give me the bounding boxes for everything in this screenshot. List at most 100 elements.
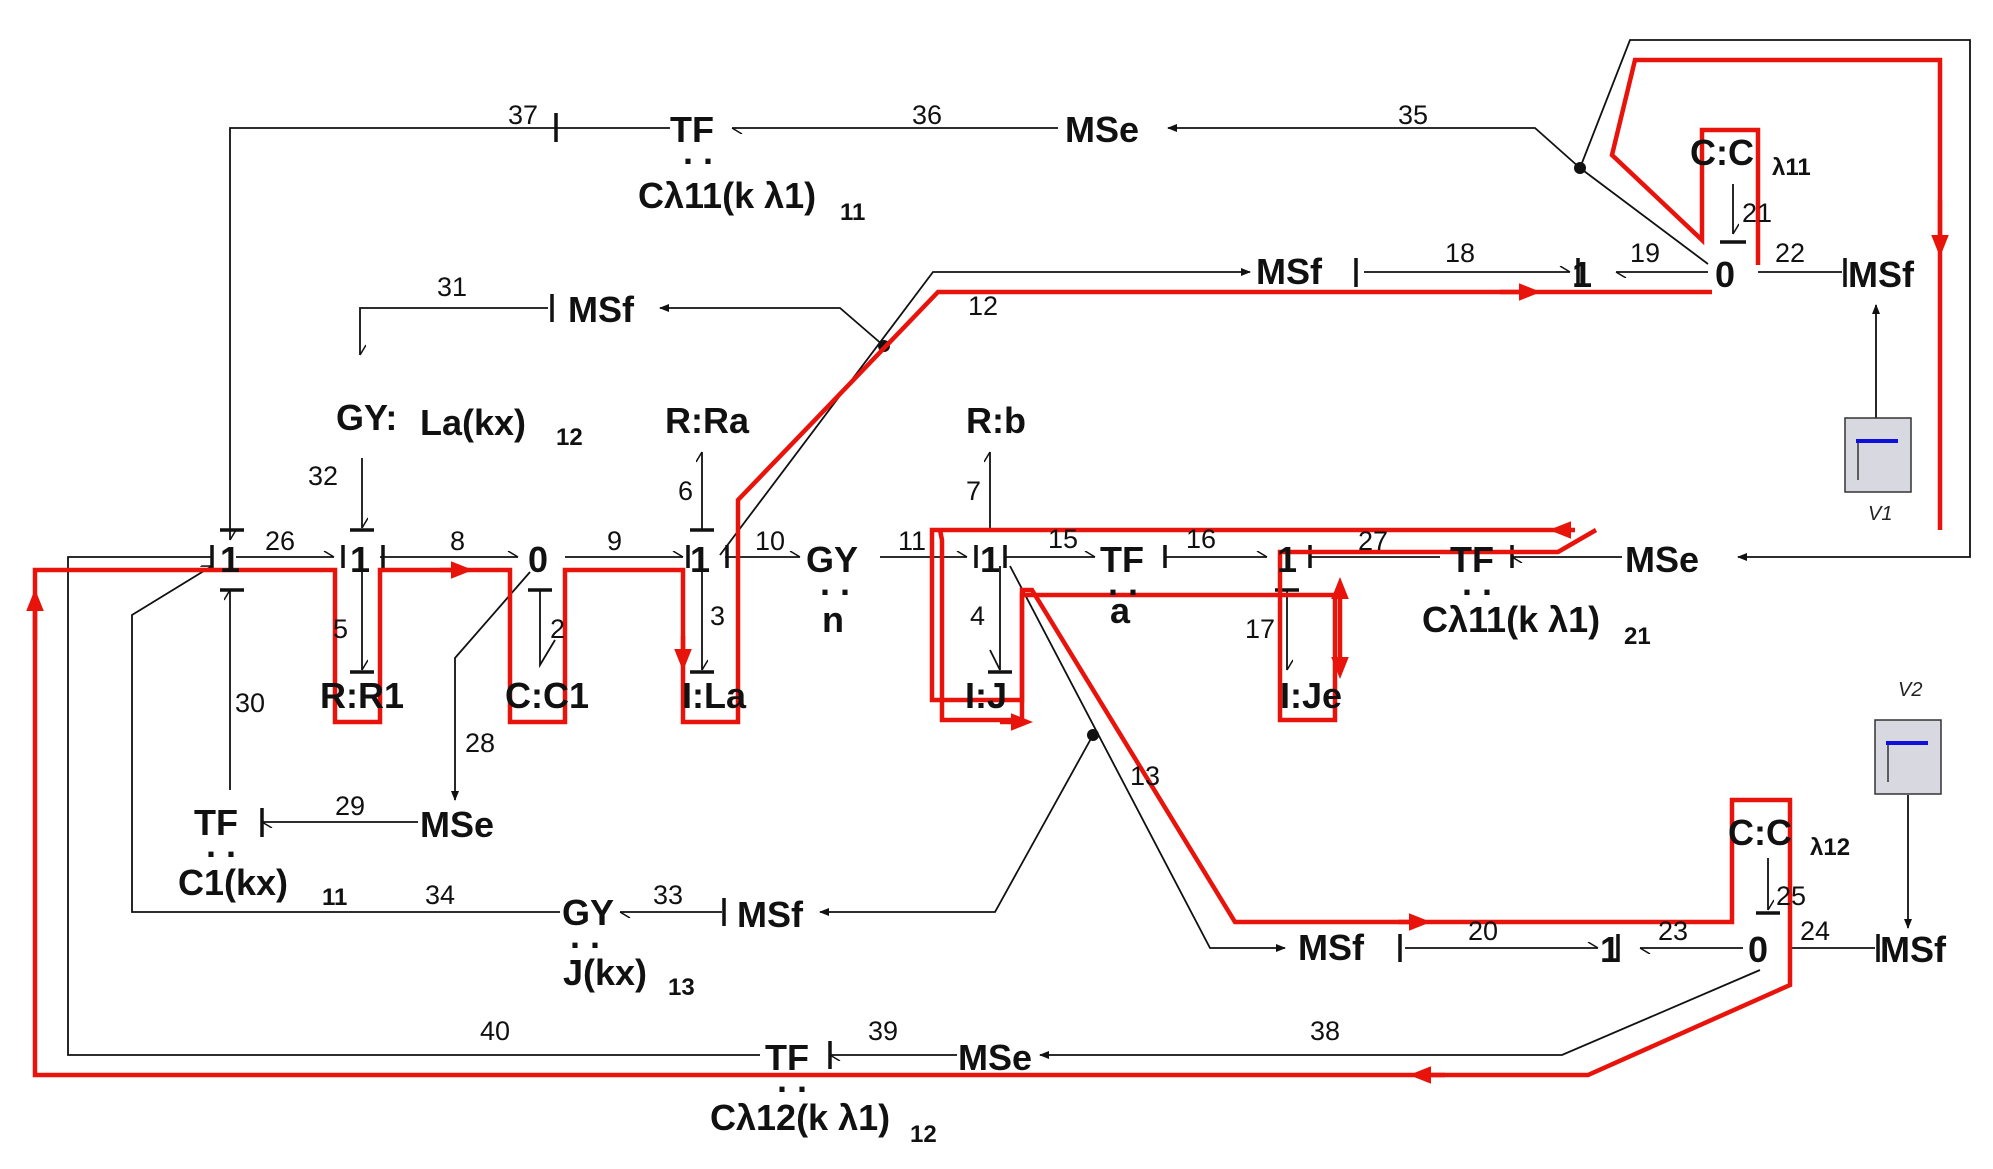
bond-number: 18: [1445, 238, 1475, 268]
node-c-lambda12[interactable]: C:C: [1728, 812, 1792, 853]
node-c-lambda12-sub: λ12: [1810, 834, 1850, 861]
node-tf-39-param: Cλ12(k λ1): [710, 1097, 890, 1138]
bond-number: 32: [308, 461, 338, 491]
bond-number: 30: [235, 688, 265, 718]
bond-13: [1009, 565, 1286, 952]
highlight-arrows: [26, 200, 1949, 1084]
node-gy-33-param-sub: 13: [668, 974, 695, 1001]
bond-number: 22: [1775, 238, 1805, 268]
bond-number: 37: [508, 100, 538, 130]
node-i-je[interactable]: I:Je: [1280, 675, 1342, 716]
node-msf-24[interactable]: MSf: [1880, 929, 1947, 970]
node-i-j[interactable]: I:J: [965, 675, 1007, 716]
node-mse-right[interactable]: MSe: [1625, 539, 1699, 580]
bond-28: [451, 571, 531, 801]
dots-tf-27: . .: [1462, 562, 1492, 603]
signal-source-v1[interactable]: V1: [1844, 417, 1912, 525]
bond-number: 26: [265, 526, 295, 556]
node-i-la[interactable]: I:La: [682, 675, 747, 716]
bond-number: 27: [1358, 526, 1388, 556]
bond-13-tap: [819, 734, 1094, 916]
bond-number: 34: [425, 880, 455, 910]
bond-number: 19: [1630, 238, 1660, 268]
bond-38: [1039, 969, 1761, 1059]
node-mse-29[interactable]: MSe: [420, 804, 494, 845]
bond-number: 20: [1468, 916, 1498, 946]
causal-strokes: [210, 113, 1880, 1069]
bond-number: 23: [1658, 916, 1688, 946]
node-labels: TF . . Cλ11(k λ1) 11 MSe C:C λ11 MSf MSf…: [178, 109, 1947, 1148]
node-zero-21[interactable]: 0: [1715, 254, 1735, 295]
dots-gy-33: . .: [570, 915, 600, 956]
node-tf-a[interactable]: TF: [1100, 539, 1144, 580]
bond-number: 21: [1742, 198, 1772, 228]
bond-number: 4: [970, 601, 985, 631]
node-tf-29-param: C1(kx): [178, 862, 288, 903]
node-tf-a-param: a: [1110, 590, 1131, 631]
node-msf-18[interactable]: MSf: [1256, 251, 1323, 292]
node-msf-31[interactable]: MSf: [568, 289, 635, 330]
node-one-10[interactable]: 1: [690, 539, 710, 580]
node-msf-20[interactable]: MSf: [1298, 927, 1365, 968]
bond-number: 10: [755, 526, 785, 556]
bond-c11-outer: [1579, 39, 1971, 561]
node-tf-27-param: Cλ11(k λ1): [1422, 599, 1600, 640]
node-tf-27[interactable]: TF: [1450, 539, 1494, 580]
bonds: [67, 39, 1971, 1059]
bond-c11-inner: [1579, 167, 1709, 265]
node-one-8[interactable]: 1: [350, 539, 370, 580]
node-c-c1[interactable]: C:C1: [505, 675, 589, 716]
node-mse-39[interactable]: MSe: [958, 1037, 1032, 1078]
bond-number: 17: [1245, 614, 1275, 644]
bond-number: 39: [868, 1016, 898, 1046]
bond-number: 35: [1398, 100, 1428, 130]
node-msf-33[interactable]: MSf: [737, 894, 804, 935]
signal-source-v2[interactable]: V2: [1874, 679, 1942, 795]
node-gy-33[interactable]: GY: [562, 892, 614, 933]
bond-number: 3: [710, 601, 725, 631]
dots-tf-39: . .: [777, 1059, 807, 1100]
node-one-15[interactable]: 1: [980, 539, 1000, 580]
node-tf-39[interactable]: TF: [765, 1037, 809, 1078]
bond-37: [229, 127, 670, 540]
node-gy-33-param: J(kx): [563, 952, 647, 993]
node-c-lambda11[interactable]: C:C: [1690, 132, 1754, 173]
dots-tf-37: . .: [683, 131, 713, 172]
node-gy-n[interactable]: GY: [806, 539, 858, 580]
node-r-b[interactable]: R:b: [966, 400, 1026, 441]
bond-number: 15: [1048, 524, 1078, 554]
split-dot-35: [1574, 162, 1586, 174]
bond-number: 8: [450, 526, 465, 556]
node-c-lambda11-sub: λ11: [1772, 154, 1811, 181]
node-r-ra[interactable]: R:Ra: [665, 400, 750, 441]
node-tf-29-param-sub: 11: [322, 884, 347, 911]
node-one-27[interactable]: 1: [1277, 539, 1297, 580]
node-gy-la[interactable]: GY:: [336, 397, 397, 438]
bond-number: 12: [968, 291, 998, 321]
node-gy-la-param-sub: 12: [556, 424, 583, 451]
bond-34: [131, 565, 560, 913]
bond-2: [539, 590, 556, 669]
node-mse-36[interactable]: MSe: [1065, 109, 1139, 150]
dots-tf-a: . .: [1108, 562, 1138, 603]
bond-numbers: 37 36 35 21 18 19 22 12 31 32 6 7 26 8 9…: [235, 100, 1830, 1046]
node-r-r1[interactable]: R:R1: [320, 675, 404, 716]
param-sub-tf-37: 11: [840, 199, 865, 226]
node-one-19[interactable]: 1: [1572, 254, 1592, 295]
node-one-26[interactable]: 1: [220, 539, 240, 580]
bond-number: 11: [898, 526, 926, 556]
bond-number: 28: [465, 728, 495, 758]
node-tf-29[interactable]: TF: [194, 802, 238, 843]
node-one-23[interactable]: 1: [1600, 929, 1620, 970]
node-tf-37[interactable]: TF: [670, 109, 714, 150]
node-zero-9[interactable]: 0: [528, 539, 548, 580]
node-zero-25[interactable]: 0: [1748, 929, 1768, 970]
bond-number: 38: [1310, 1016, 1340, 1046]
bond-number: 13: [1130, 761, 1160, 791]
node-msf-22[interactable]: MSf: [1848, 254, 1915, 295]
bond-number: 25: [1776, 881, 1806, 911]
dots-tf-29: . .: [206, 824, 236, 865]
signal-label-v1: V1: [1868, 503, 1892, 525]
split-dot-13: [1087, 729, 1099, 741]
node-tf-39-param-sub: 12: [910, 1121, 937, 1148]
